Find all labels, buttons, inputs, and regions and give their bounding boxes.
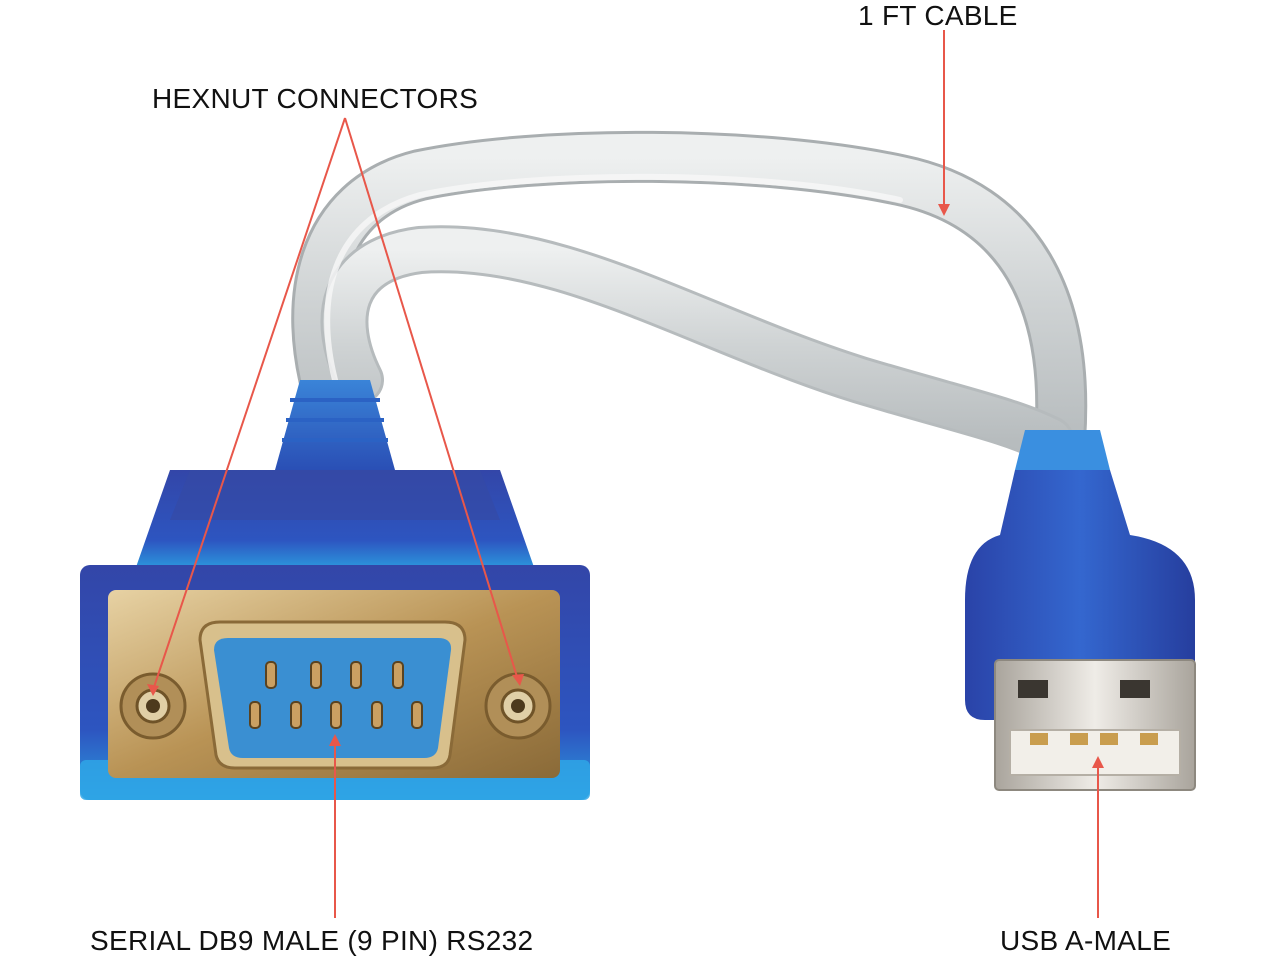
label-serial-db9: SERIAL DB9 MALE (9 PIN) RS232 (90, 925, 534, 956)
usb-connector (965, 430, 1196, 791)
callout-hexnut-left (152, 117, 346, 691)
label-hexnut-connectors: HEXNUT CONNECTORS (152, 83, 479, 114)
label-usb-a-male: USB A-MALE (1000, 925, 1172, 956)
cable (291, 130, 1088, 466)
callout-hexnut-right (344, 117, 519, 681)
callout-arrowheads (147, 204, 1104, 768)
callout-lines (152, 30, 1099, 918)
db9-connector (80, 380, 590, 800)
label-1ft-cable: 1 FT CABLE (858, 0, 1018, 31)
db9-pins (249, 661, 423, 729)
usb-contacts (1030, 733, 1158, 745)
